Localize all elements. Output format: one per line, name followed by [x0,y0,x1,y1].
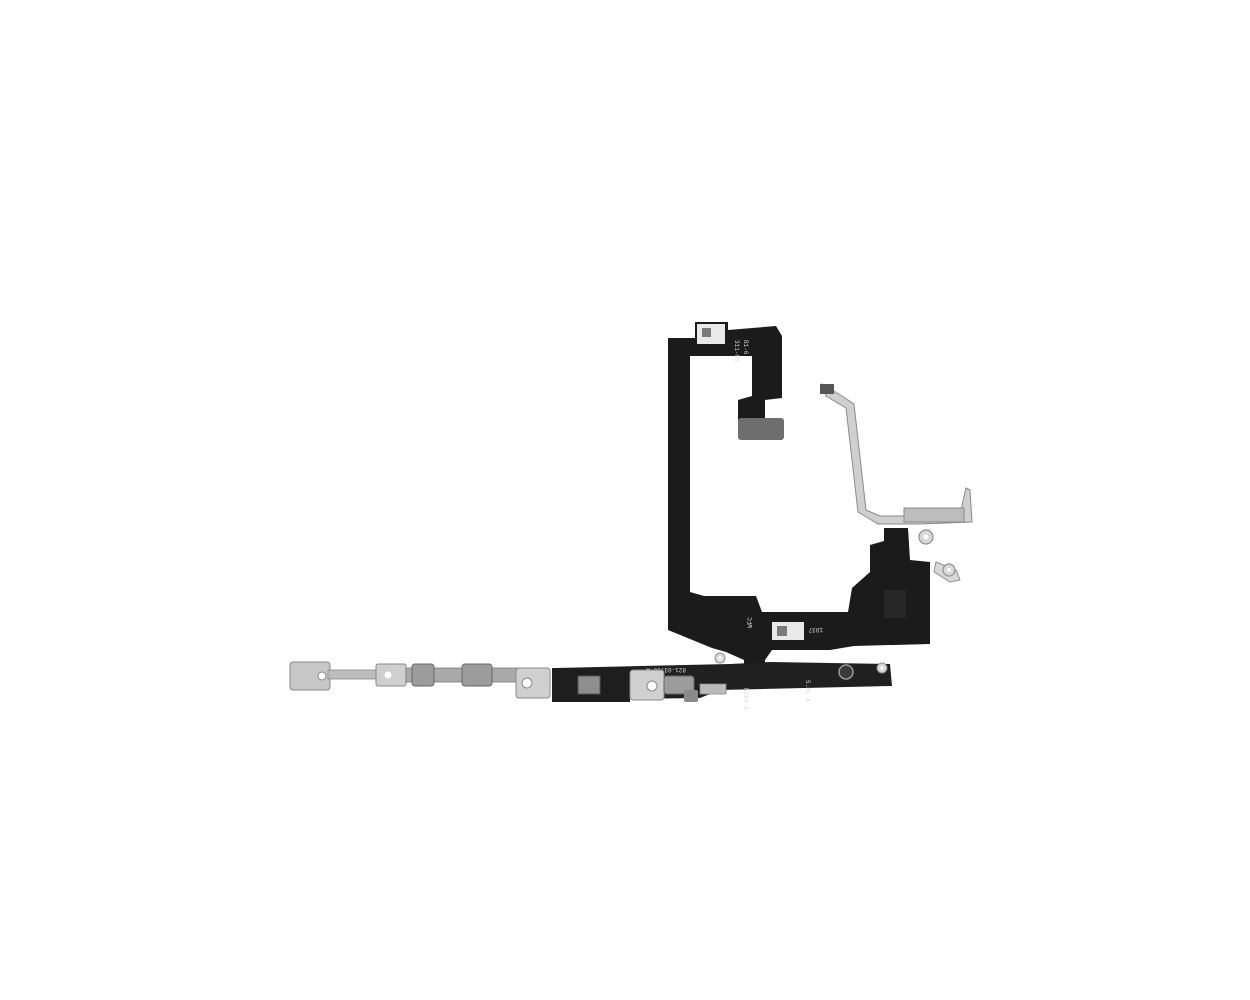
bracket-code-text: 821-03700-A [646,666,686,673]
upper-code-text: 311-06 [733,340,740,362]
antenna-tip [820,384,834,394]
end-tab-hole [317,671,327,681]
label-sticker-junction [772,622,804,640]
qr-code-top [702,328,711,337]
connector-tab [738,418,784,440]
antenna-wire [821,382,973,525]
lower-code-text: N284-5 [742,688,749,710]
antenna-bracket [903,507,965,523]
number-1037-text: 1037 [808,626,823,633]
button-switch-1 [411,663,435,687]
eyelet-4-hole [880,666,884,670]
eyelets [714,529,961,674]
strip-arm [327,669,381,680]
cable-loop [668,322,930,676]
eyelet-1-hole [923,534,929,540]
lower-code-2-text: 5.85 A [804,680,811,702]
junction-code-text: WFC [747,617,754,628]
button-switch-4 [684,690,698,702]
eyelet-3-hole [718,656,722,660]
mic-component [838,664,854,680]
qr-code-junction [777,626,787,636]
button-switch-3 [663,675,695,695]
eyelet-2-hole [947,568,951,572]
strip-end [699,683,727,695]
button-switch-2 [461,663,493,687]
chip-area [884,590,906,618]
antenna-lead [820,382,973,525]
mount-plate-3-hole [646,680,658,692]
upper-code-2-text: B1-6 [742,340,749,355]
mount-plate-2 [515,667,551,699]
mount-plate-1-hole [384,671,392,679]
key-switch [577,675,601,695]
mount-plate-2-hole [521,677,533,689]
metal-bracket-strip [289,661,727,702]
